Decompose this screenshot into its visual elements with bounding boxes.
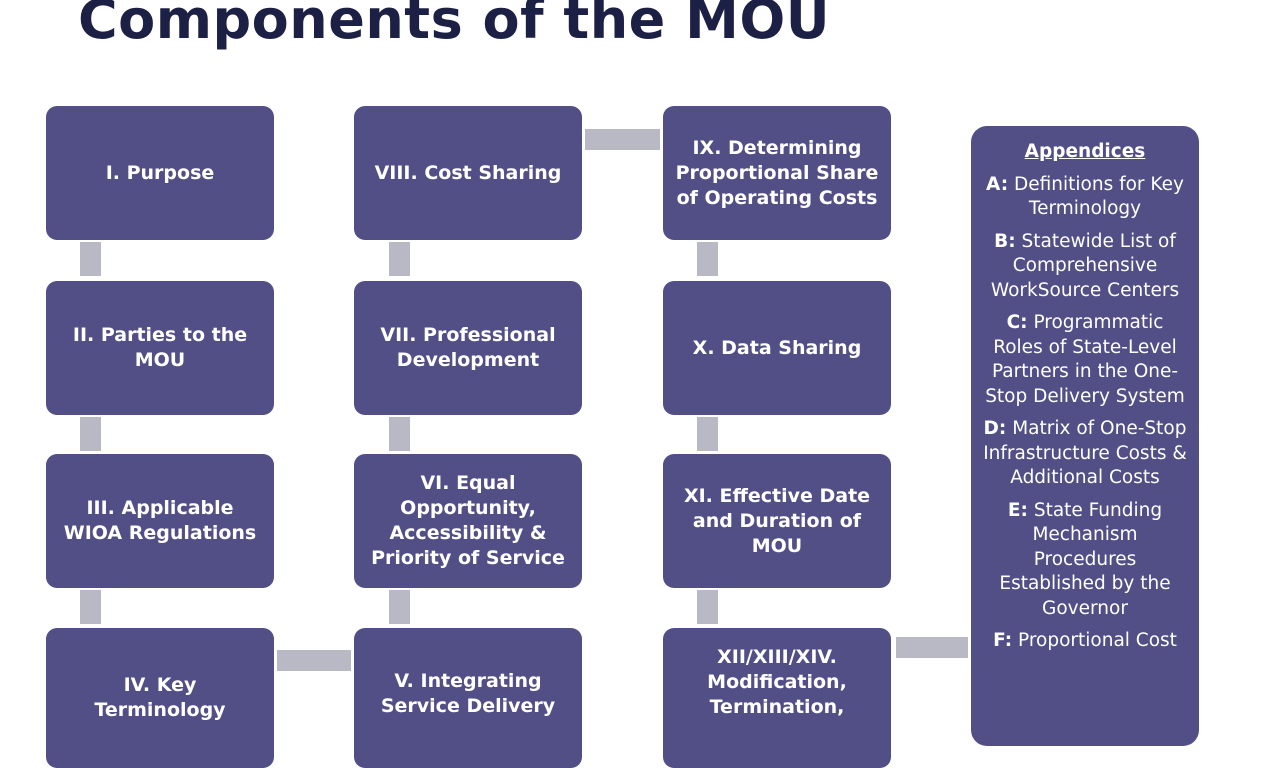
appendix-text: Programmatic Roles of State-Level Partne… <box>985 312 1185 407</box>
connector <box>697 242 718 276</box>
component-box-proportional-share: IX. Determining Proportional Share of Op… <box>663 106 891 240</box>
appendices-heading: Appendices <box>1024 141 1146 162</box>
component-box-equal-opportunity: VI. Equal Opportunity, Accessibility & P… <box>354 454 582 588</box>
appendices-panel: Appendices A: Definitions for Key Termin… <box>971 126 1199 746</box>
connector <box>697 417 718 451</box>
appendix-text: Proportional Cost <box>1017 630 1177 651</box>
appendix-item: C: Programmatic Roles of State-Level Par… <box>981 311 1189 409</box>
appendix-text: Definitions for Key Terminology <box>1013 173 1184 220</box>
component-box-integrating-service: V. Integrating Service Delivery <box>354 628 582 768</box>
appendix-letter: C: <box>1006 312 1028 333</box>
appendix-item: B: Statewide List of Comprehensive WorkS… <box>981 230 1189 304</box>
appendix-letter: E: <box>1007 499 1028 521</box>
connector <box>80 590 101 624</box>
connector <box>80 242 101 276</box>
appendix-text: State Funding Mechanism Procedures Estab… <box>999 499 1171 619</box>
connector <box>389 417 410 451</box>
component-box-effective-date: XI. Effective Date and Duration of MOU <box>663 454 891 588</box>
appendix-item: A: Definitions for Key Terminology <box>981 173 1189 222</box>
connector <box>389 590 410 624</box>
connector <box>277 650 351 671</box>
appendix-letter: D: <box>983 418 1007 439</box>
appendix-item: F: Proportional Cost <box>981 629 1189 654</box>
appendix-letter: A: <box>986 173 1009 195</box>
appendix-item: D: Matrix of One-Stop Infrastructure Cos… <box>981 417 1189 491</box>
connector <box>896 637 968 658</box>
component-box-regulations: III. Applicable WIOA Regulations <box>46 454 274 588</box>
component-box-purpose: I. Purpose <box>46 106 274 240</box>
connector <box>389 242 410 276</box>
component-box-modification-termination: XII/XIII/XIV. Modification, Termination, <box>663 628 891 768</box>
appendix-text: Statewide List of Comprehensive WorkSour… <box>990 230 1180 301</box>
component-box-cost-sharing: VIII. Cost Sharing <box>354 106 582 240</box>
appendix-text: Matrix of One-Stop Infrastructure Costs … <box>983 418 1187 488</box>
slide-title: Components of the MOU <box>78 0 831 51</box>
connector <box>585 129 660 150</box>
component-box-parties: II. Parties to the MOU <box>46 281 274 415</box>
component-box-key-terminology: IV. Key Terminology <box>46 628 274 768</box>
connector <box>80 417 101 451</box>
appendix-item: E: State Funding Mechanism Procedures Es… <box>981 499 1189 622</box>
connector <box>697 590 718 624</box>
component-box-professional-development: VII. Professional Development <box>354 281 582 415</box>
appendix-letter: B: <box>994 230 1016 252</box>
component-box-data-sharing: X. Data Sharing <box>663 281 891 415</box>
appendix-letter: F: <box>993 630 1013 651</box>
